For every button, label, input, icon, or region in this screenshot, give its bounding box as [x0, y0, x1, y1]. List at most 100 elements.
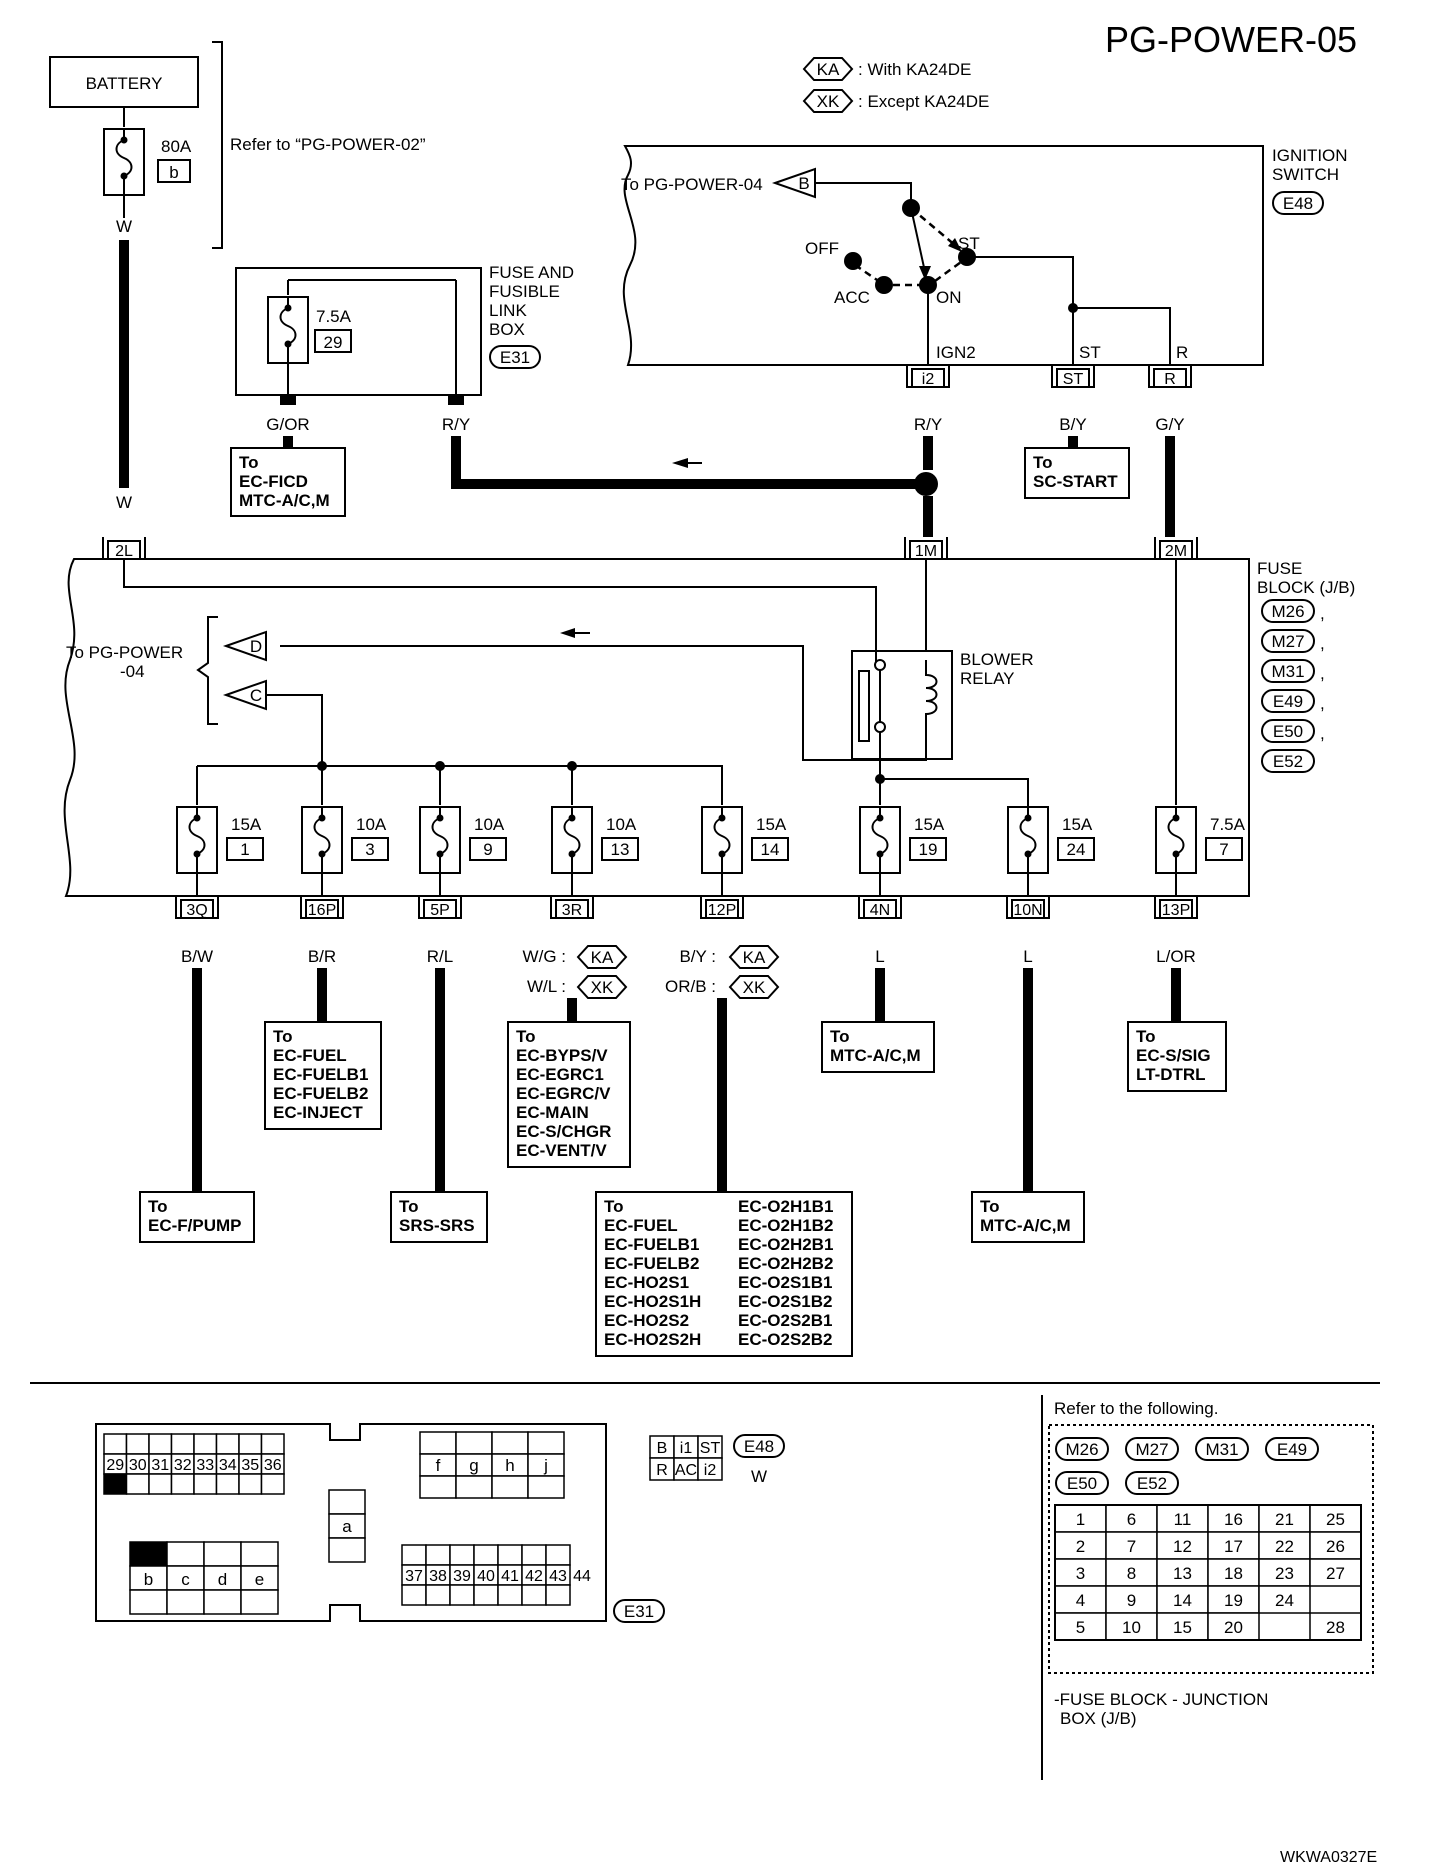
e31-pin: 34: [219, 1457, 237, 1474]
e31-letter: d: [218, 1570, 227, 1589]
ign-connector: E48: [1283, 194, 1313, 213]
refer-connector: M26: [1065, 1440, 1098, 1459]
e48-cell: AC: [675, 1462, 697, 1479]
e31-pin: 36: [264, 1457, 282, 1474]
refer-grid-cell: 20: [1224, 1618, 1243, 1637]
refer-grid-cell: 6: [1127, 1510, 1136, 1529]
ign-to-code: B: [798, 174, 809, 193]
refer-grid-cell: 3: [1076, 1564, 1085, 1583]
fuse-icon: [551, 806, 593, 874]
fuse-wire-label: OR/B :: [665, 977, 716, 996]
dest-srs-line: To: [399, 1197, 419, 1216]
e48-cell: i1: [680, 1440, 693, 1457]
refer-grid-cell: 10: [1122, 1618, 1141, 1637]
fuse-pin-3R: 3R: [550, 896, 594, 919]
refer-grid-cell: 18: [1224, 1564, 1243, 1583]
e31-letter: h: [505, 1456, 514, 1475]
fuse-rating: 15A: [1062, 815, 1093, 834]
fuse-rating: 15A: [231, 815, 262, 834]
fuse-icon: [301, 806, 343, 874]
dest-o2-col1: To: [604, 1197, 624, 1216]
dest-o2-col2: EC-O2H2B1: [738, 1235, 833, 1254]
dest-o2-col1: EC-HO2S2H: [604, 1330, 701, 1349]
ign-pin-ST-label: ST: [1063, 371, 1084, 388]
e48-cell: B: [657, 1440, 668, 1457]
dest-fuel-line: EC-FUELB2: [273, 1084, 368, 1103]
refer-grid-cell: 1: [1076, 1510, 1085, 1529]
fb-to-code-c: C: [250, 686, 262, 705]
ign-pos-st: ST: [958, 234, 980, 253]
refer-grid-cell: 21: [1275, 1510, 1294, 1529]
dest-f-pump-line: EC-F/PUMP: [148, 1216, 242, 1235]
wire-code-text: XK: [591, 978, 614, 997]
fb-connector-M26: M26: [1271, 602, 1304, 621]
wire-code-text: KA: [591, 948, 614, 967]
fb-to-power-2: -04: [120, 662, 145, 681]
e48-cell: ST: [700, 1440, 721, 1457]
fuse-id: 19: [919, 840, 938, 859]
fb-connector-E49: E49: [1273, 692, 1303, 711]
ign-term-st: ST: [1079, 343, 1101, 362]
sc-start-dest-line: SC-START: [1033, 472, 1118, 491]
flb-fuse-id: 29: [324, 333, 343, 352]
fb-pin-2M: 2M: [1154, 537, 1198, 560]
ign-pin-i2-label: i2: [922, 371, 935, 388]
refer-note: Refer to “PG-POWER-02”: [230, 135, 426, 154]
refer-grid-cell: 24: [1275, 1591, 1294, 1610]
dest-fuel-line: To: [273, 1027, 293, 1046]
wire-code: XK: [728, 975, 780, 999]
e31-letter: e: [255, 1570, 264, 1589]
fuse-id: 3: [365, 840, 374, 859]
e31-pin: 37: [405, 1568, 423, 1585]
dest-o2-col2: EC-O2S1B1: [738, 1273, 832, 1292]
e31-pin: 42: [525, 1568, 543, 1585]
flb-label-2: FUSIBLE: [489, 282, 560, 301]
refer-grid-cell: 8: [1127, 1564, 1136, 1583]
fuse-rating: 10A: [606, 815, 637, 834]
fb-connector-M27: M27: [1271, 632, 1304, 651]
e31-letter: c: [181, 1570, 190, 1589]
fuse-id: 1: [240, 840, 249, 859]
refer-grid-cell: 14: [1173, 1591, 1192, 1610]
ign-pos-acc: ACC: [834, 288, 870, 307]
e31-letter: j: [543, 1456, 548, 1475]
page-title: PG-POWER-05: [1105, 19, 1357, 60]
fuse-icon: [859, 806, 901, 874]
dest-mtc-19-line: To: [830, 1027, 850, 1046]
refer-grid-cell: 16: [1224, 1510, 1243, 1529]
ign-label-1: IGNITION: [1272, 146, 1348, 165]
fuse-rating: 10A: [474, 815, 505, 834]
ign-wire-label: B/Y: [1059, 415, 1086, 434]
footer-code: WKWA0327E: [1280, 1849, 1377, 1866]
legend-text-ka: : With KA24DE: [858, 60, 971, 79]
flb-wire-right: R/Y: [442, 415, 470, 434]
refer-caption: BOX (J/B): [1060, 1709, 1137, 1728]
dest-o2-col2: EC-O2H2B2: [738, 1254, 833, 1273]
refer-grid-cell: 11: [1174, 1510, 1192, 1529]
e48-cell: R: [656, 1462, 668, 1479]
refer-grid-cell: 26: [1326, 1537, 1345, 1556]
e31-pin: 38: [429, 1568, 447, 1585]
ign-pin-R: R: [1148, 365, 1192, 388]
dest-o2-col1: EC-FUEL: [604, 1216, 678, 1235]
refer-grid-cell: 2: [1076, 1537, 1085, 1556]
refer-grid-cell: 28: [1326, 1618, 1345, 1637]
refer-grid-cell: 7: [1127, 1537, 1136, 1556]
fuse-pin-3Q-label: 3Q: [186, 902, 207, 919]
refer-grid-cell: 27: [1326, 1564, 1345, 1583]
refer-connector: E49: [1277, 1440, 1307, 1459]
legend-code-xk: XK: [817, 92, 840, 111]
fb-to-code-d: D: [250, 637, 262, 656]
refer-grid-cell: 5: [1076, 1618, 1085, 1637]
battery-fuse-id: b: [169, 163, 178, 182]
fb-to-power-1: To PG-POWER: [66, 643, 183, 662]
dest-o2-col1: EC-FUELB2: [604, 1254, 699, 1273]
